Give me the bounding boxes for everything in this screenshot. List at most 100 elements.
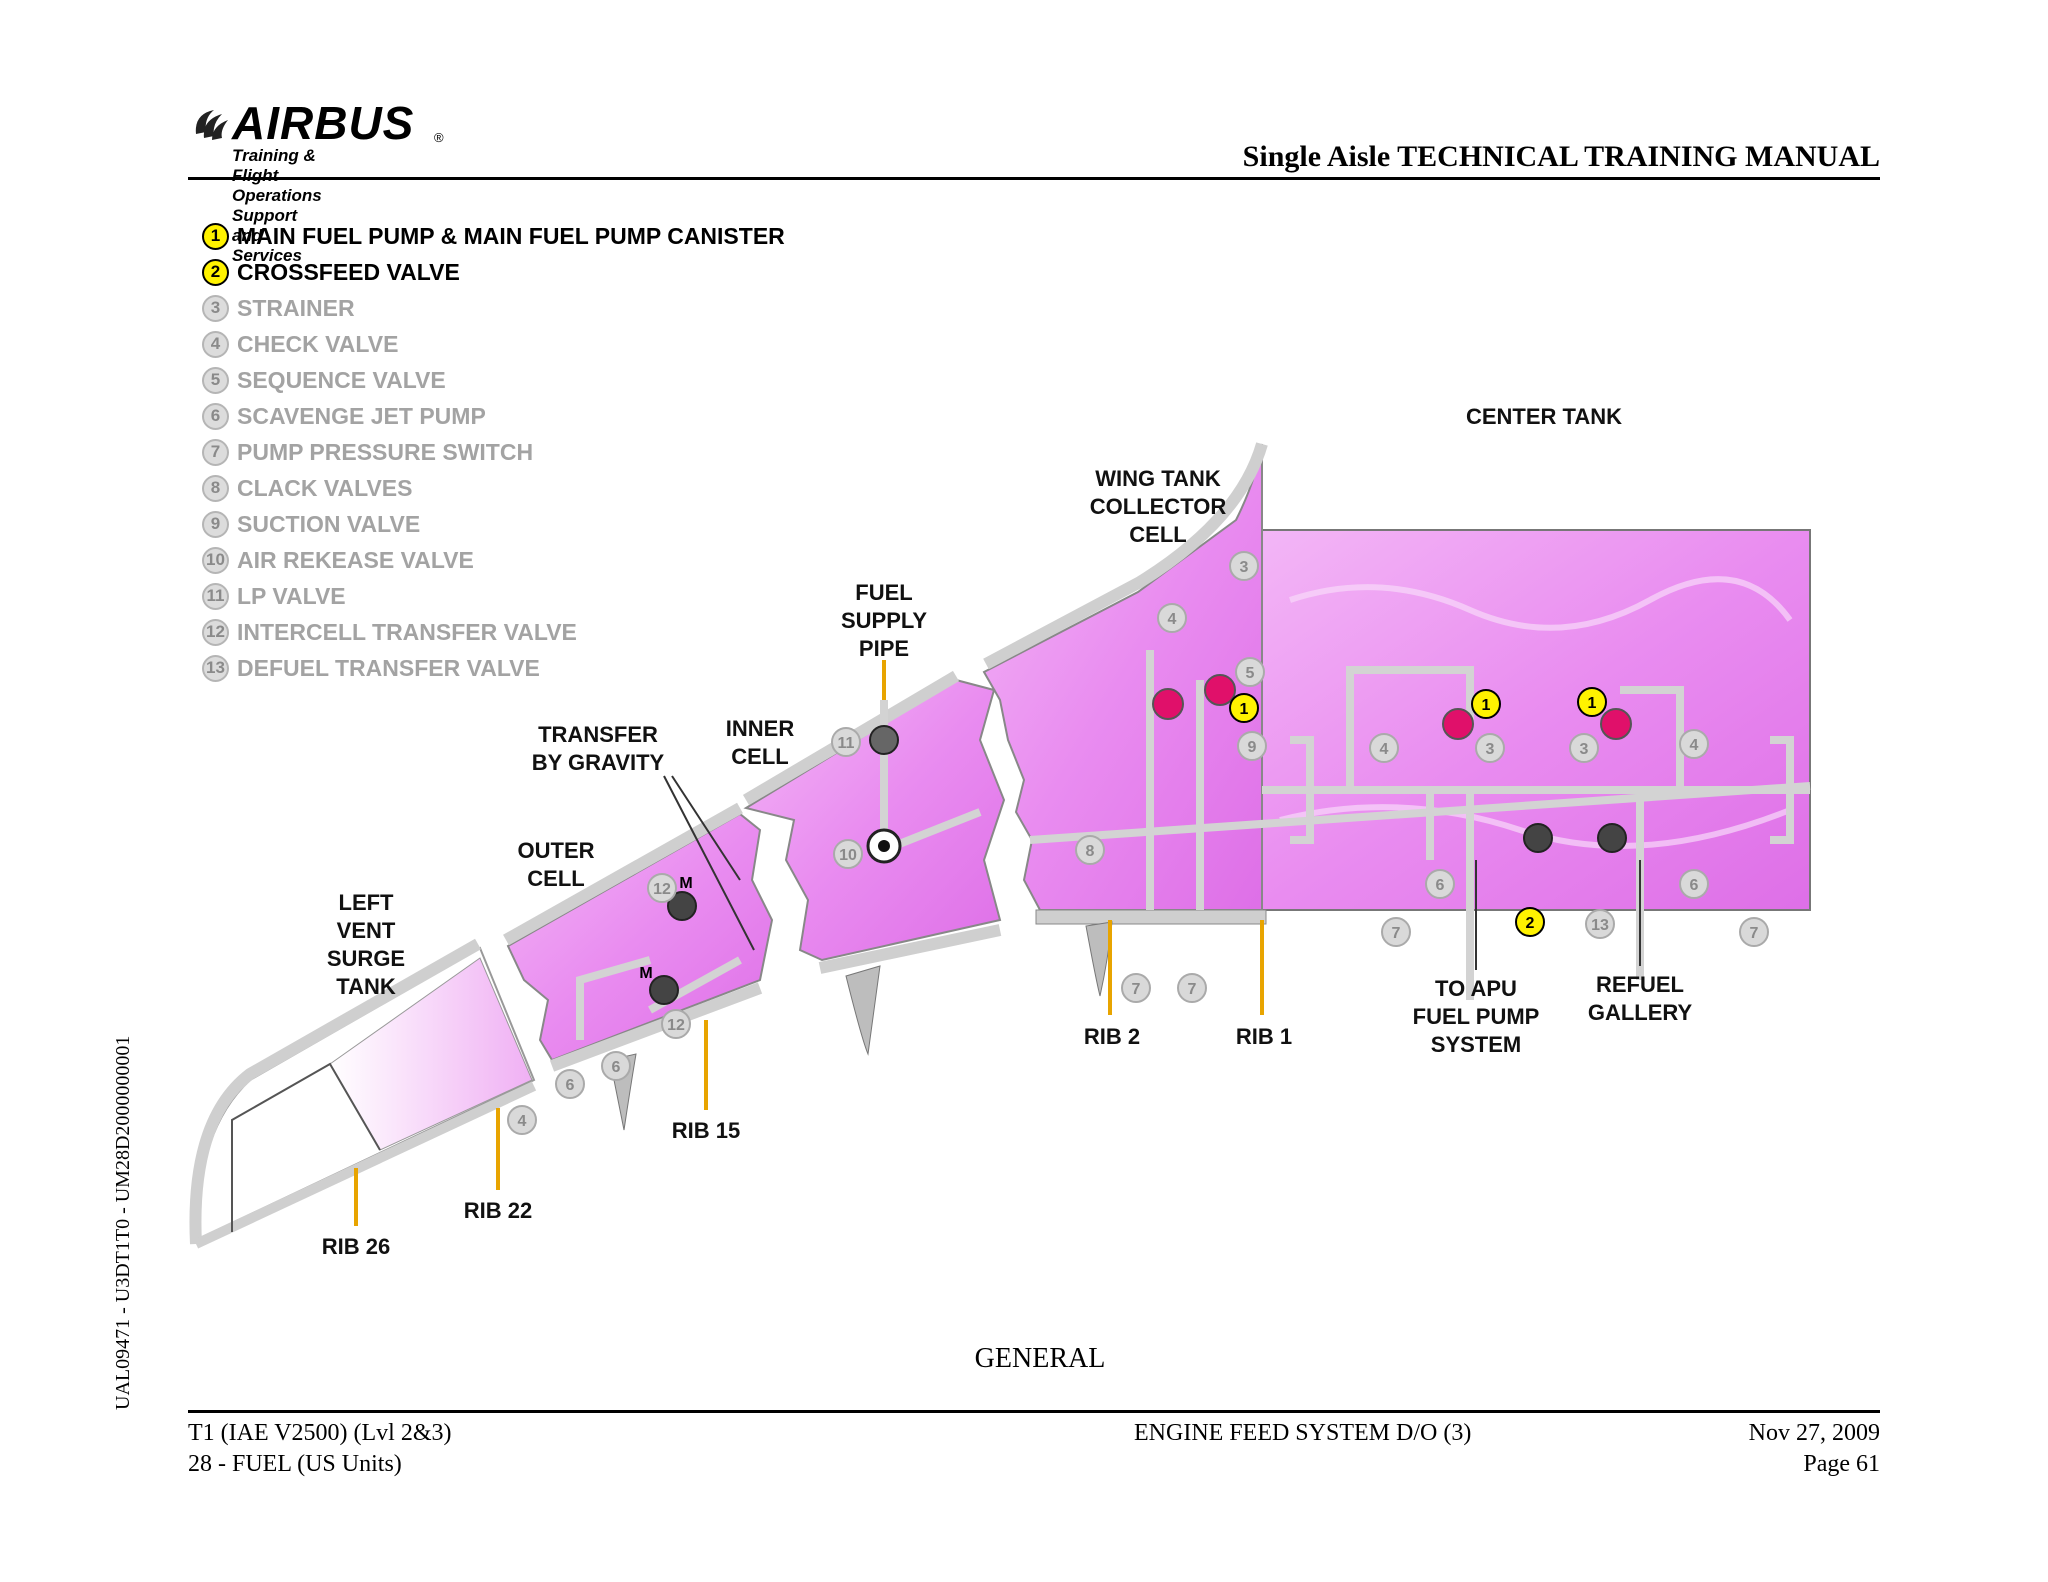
callout-number: 11	[838, 735, 855, 752]
footer-date: Nov 27, 2009	[1748, 1420, 1880, 1446]
footer-course: T1 (IAE V2500) (Lvl 2&3)	[188, 1420, 452, 1446]
callout-number: 7	[1132, 981, 1141, 998]
intercell-valve-icon	[667, 891, 697, 921]
inner-cell-panel	[742, 670, 1006, 974]
legend-number-badge: 6	[202, 402, 229, 430]
callout-number: 6	[566, 1077, 575, 1094]
callout-number: 4	[1690, 737, 1699, 754]
main-fuel-pumps	[1152, 674, 1632, 740]
callout-badge: 3	[1229, 551, 1259, 581]
legend-label: SUCTION VALVE	[237, 510, 421, 537]
callout-badge: 12	[647, 873, 677, 903]
legend-number-badge: 9	[202, 510, 229, 538]
legend-label: PUMP PRESSURE SWITCH	[237, 438, 534, 465]
center-tank-label: CENTER TANK	[1466, 404, 1622, 429]
callout-badge: 6	[1679, 869, 1709, 899]
footer-chapter: 28 - FUEL (US Units)	[188, 1451, 402, 1477]
callout-number: 7	[1392, 925, 1401, 942]
logo-registered-mark: ®	[434, 130, 444, 145]
callout-number: 4	[518, 1113, 527, 1130]
manual-title: Single Aisle TECHNICAL TRAINING MANUAL	[1242, 140, 1880, 173]
legend-label: MAIN FUEL PUMP & MAIN FUEL PUMP CANISTER	[237, 222, 785, 249]
callout-number: 8	[1086, 843, 1095, 860]
rib-22-label: RIB 22	[464, 1198, 532, 1223]
callout-badge: 6	[1425, 869, 1455, 899]
legend-label: CHECK VALVE	[237, 330, 399, 357]
callout-badge: 4	[1679, 729, 1709, 759]
rib-15-label: RIB 15	[672, 1118, 740, 1143]
legend-number-badge: 11	[202, 582, 229, 610]
callout-badge: 3	[1569, 733, 1599, 763]
rib-26-label: RIB 26	[322, 1234, 390, 1259]
callout-number: 3	[1580, 741, 1589, 758]
motor-valves	[649, 725, 1627, 1005]
leader-lines	[663, 775, 1641, 970]
footer-rule	[188, 1410, 1880, 1413]
motor-letter: M	[639, 965, 652, 982]
legend-number-badge: 2	[202, 258, 229, 286]
callout-badge: 4	[1157, 603, 1187, 633]
callout-number: 1	[1240, 701, 1249, 718]
callout-number: 13	[1591, 917, 1609, 934]
callout-badge-highlighted: 1	[1471, 689, 1501, 719]
main-fuel-pump-icon	[1204, 674, 1236, 706]
callout-number: 7	[1750, 925, 1759, 942]
callout-number: 12	[667, 1017, 685, 1034]
rib-1-label: RIB 1	[1236, 1024, 1292, 1049]
logo-wordmark: AIRBUS	[232, 97, 415, 149]
main-fuel-pump-icon	[1442, 708, 1474, 740]
callout-number: 2	[1526, 915, 1535, 932]
legend-item: 12 INTERCELL TRANSFER VALVE	[202, 614, 785, 650]
legend-number-badge: 7	[202, 438, 229, 466]
legend-item: 3 STRAINER	[202, 290, 785, 326]
callout-badge: 12	[661, 1009, 691, 1039]
footer-section: ENGINE FEED SYSTEM D/O (3)	[1134, 1420, 1472, 1446]
callout-number: 3	[1486, 741, 1495, 758]
lp-valve-icon	[869, 725, 899, 755]
motor-valve-icon	[1597, 823, 1627, 853]
callout-number: 6	[612, 1059, 621, 1076]
legend-label: CROSSFEED VALVE	[237, 258, 460, 285]
legend-number-badge: 3	[202, 294, 229, 322]
wing-collector-panel	[982, 442, 1268, 925]
callout-number: 10	[839, 847, 857, 864]
callout-number: 6	[1436, 877, 1445, 894]
callout-badge-highlighted: 1	[1229, 693, 1259, 723]
callout-number: 12	[653, 881, 671, 898]
legend-label: SEQUENCE VALVE	[237, 366, 446, 393]
legend-label: INTERCELL TRANSFER VALVE	[237, 618, 577, 645]
rib-2-label: RIB 2	[1084, 1024, 1140, 1049]
callout-badge: 13	[1585, 909, 1615, 939]
motor-letter: M	[679, 875, 692, 892]
callout-badge: 5	[1235, 657, 1265, 687]
callout-badge: 6	[555, 1069, 585, 1099]
main-fuel-pump-icon	[1600, 708, 1632, 740]
legend-number-badge: 8	[202, 474, 229, 502]
legend-number-badge: 12	[202, 618, 229, 646]
callout-badge: 6	[601, 1051, 631, 1081]
left-vent-surge-tank	[189, 938, 537, 1249]
main-fuel-pump-icon	[1152, 688, 1184, 720]
callout-number: 6	[1690, 877, 1699, 894]
callout-badge: 11	[831, 727, 861, 757]
legend-number-badge: 13	[202, 654, 229, 682]
legend-label: STRAINER	[237, 294, 355, 321]
figure-caption: GENERAL	[974, 1343, 1106, 1374]
intercell-valve-icon	[649, 975, 679, 1005]
callout-badge-highlighted: 2	[1515, 907, 1545, 937]
outer-cell-panel	[503, 802, 774, 1072]
legend-label: AIR REKEASE VALVE	[237, 546, 474, 573]
